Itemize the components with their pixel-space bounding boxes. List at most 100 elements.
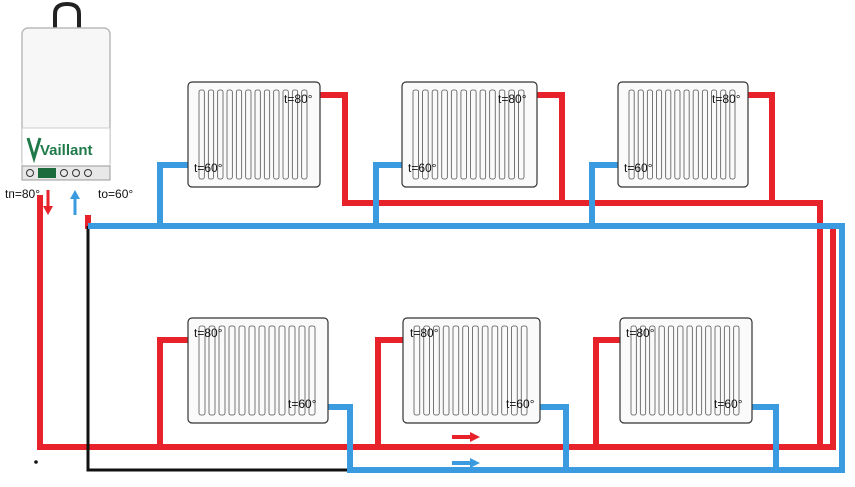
radiator-fin [217,89,224,180]
radiator-fin [723,325,731,416]
flow-arrow-cold-icon [70,190,80,215]
radiator-fin [245,89,252,180]
radiator-fin [431,89,439,180]
radiator-fin [198,89,205,180]
radiator-fin [711,89,718,180]
hot-branch-lower-1 [157,337,188,447]
hot-branch-2 [537,92,565,203]
dot-marker [34,460,38,464]
radiator: t=80°t=60° [617,81,749,188]
radiator-hot-temp: t=80° [498,92,527,106]
radiator-fin [308,325,316,416]
radiator-fin [733,325,740,416]
radiator: t=80°t=60° [402,317,541,424]
radiator-fin [441,89,448,180]
radiator-fin [630,325,637,416]
radiator-fin [238,325,246,416]
radiator-fin [433,325,440,416]
cold-branch-lower-3 [752,404,779,470]
cold-branch-3 [589,162,618,226]
radiator: t=80° t=60° [401,81,538,188]
radiator-cold-temp: t=60° [408,161,437,175]
radiator-fin [462,325,469,416]
boiler-knob-4[interactable] [84,169,92,177]
cold-branch-1 [157,162,188,226]
radiator-fin [413,325,421,416]
radiator-fin [258,325,266,416]
boiler-handle [53,1,81,30]
radiator-fin [254,89,261,180]
radiator-fin [520,325,528,416]
radiator-fin [677,325,684,416]
radiator-fin [450,89,458,180]
boiler-control-panel [21,165,111,181]
radiator-fin [501,325,508,416]
radiator-fin [695,325,703,416]
radiator-fin [412,89,419,180]
radiator-fin [472,325,479,416]
radiator-fin [508,89,515,180]
radiator-fin [692,89,699,180]
radiator-fin [423,325,430,416]
radiator-hot-temp: t=80° [626,326,655,340]
radiator-hot-temp: t=80° [194,326,223,340]
radiator-fin [301,89,308,180]
cold-branch-lower-2 [540,404,569,470]
radiator-fin [479,89,487,180]
radiator-fin [637,89,644,180]
radiator-fin [226,89,233,180]
hot-branch-3 [748,92,775,203]
radiator-fin [489,89,496,180]
radiator-body [187,81,321,188]
boiler-knob-1[interactable] [26,169,34,177]
radiator-fin [518,89,525,180]
radiator-fin [288,325,296,416]
radiator-fin [208,325,216,416]
radiator-fin [207,89,215,180]
radiator-fin [442,325,450,416]
radiator-fin [511,325,518,416]
radiator-fin [683,89,690,180]
radiator-fin [268,325,276,416]
supply-temp-label: tп=80° [5,187,40,201]
cold-main-pipe [88,223,845,473]
radiator-fin [720,89,727,180]
radiator-hot-temp: t=80° [712,92,741,106]
radiator-body [401,81,538,188]
radiator-fin [470,89,477,180]
radiator-fin [278,325,286,416]
boiler-display [38,168,56,178]
radiator-fin [235,89,243,180]
flow-arrow-hot-icon [452,432,480,442]
radiator-fin [198,325,206,416]
radiator-body [617,81,749,188]
radiator-body [187,317,329,424]
radiator-fin [628,89,635,180]
cold-branch-2 [373,162,402,226]
boiler-knob-3[interactable] [72,169,80,177]
return-temp-label: to=60° [98,187,133,201]
boiler-brand: Vaillant [40,142,93,159]
radiator-fin [422,89,429,180]
radiator-fin [282,89,289,180]
radiator-fin [701,89,708,180]
hot-branch-lower-2 [375,337,403,447]
radiator-fin [460,89,467,180]
radiator-fin [263,89,271,180]
radiator-fin [714,325,721,416]
radiator: t=80°t=60° [619,317,753,424]
radiator-hot-temp: t=80° [410,326,439,340]
radiator-hot-temp: t=80° [284,92,313,106]
boiler: Vaillant [21,1,111,181]
radiator-body [402,317,541,424]
black-line [86,226,355,472]
radiator-fin [491,325,499,416]
radiator-fin [656,89,663,180]
radiator-fin [705,325,712,416]
radiator-cold-temp: t=60° [288,397,317,411]
radiator-fin [729,89,736,180]
boiler-knob-2[interactable] [60,169,68,177]
radiator-body [619,317,753,424]
radiator-fin [273,89,280,180]
